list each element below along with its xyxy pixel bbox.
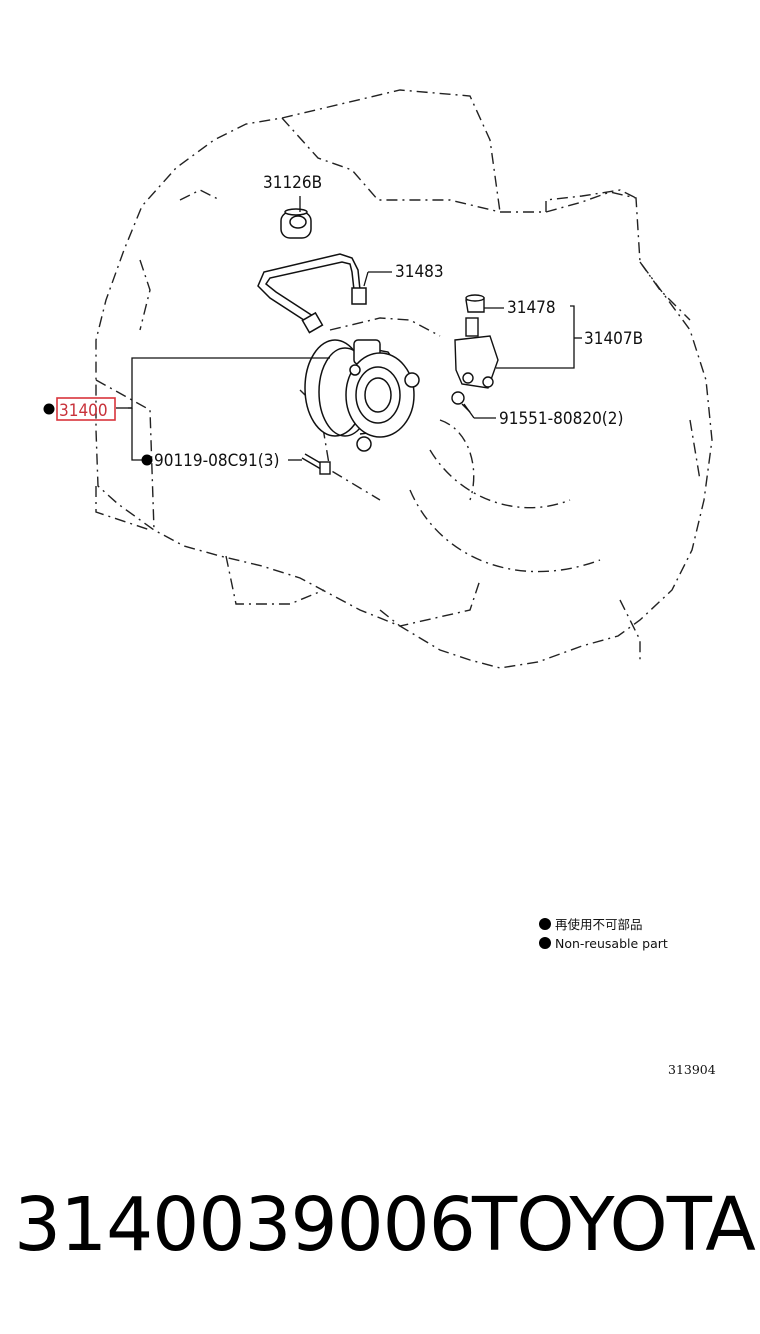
bolt-91551 bbox=[451, 391, 471, 413]
label-31126b: 31126B bbox=[263, 173, 322, 193]
tube-31483 bbox=[257, 253, 367, 334]
non-reusable-dot-31400 bbox=[43, 403, 55, 415]
legend-japanese: 再使用不可部品 bbox=[555, 917, 643, 932]
legend-english: Non-reusable part bbox=[555, 936, 668, 951]
label-31400[interactable]: 31400 bbox=[59, 401, 108, 421]
plug-31126b bbox=[280, 208, 312, 239]
brand-name: TOYOTA bbox=[472, 1182, 756, 1268]
label-90119: 90119-08C91(3) bbox=[154, 451, 279, 471]
legend: 再使用不可部品 Non-reusable part bbox=[539, 917, 668, 951]
bleeder-31478 bbox=[465, 294, 485, 313]
bolt-90119 bbox=[301, 453, 331, 475]
release-cylinder-31400 bbox=[304, 339, 420, 452]
label-91551: 91551-80820(2) bbox=[499, 409, 623, 429]
callouts: 31126B 31483 31478 31407B 91551-80820(2)… bbox=[43, 173, 643, 471]
bleeder-31407b bbox=[454, 317, 499, 389]
figure-code: 313904 bbox=[668, 1062, 716, 1077]
label-31407b: 31407B bbox=[584, 329, 643, 349]
legend-dot bbox=[539, 937, 551, 949]
part-number: 3140039006 bbox=[14, 1182, 476, 1268]
non-reusable-dot-90119 bbox=[141, 454, 153, 466]
label-31478: 31478 bbox=[507, 298, 556, 318]
legend-dot bbox=[539, 918, 551, 930]
highlight-box-31400 bbox=[56, 397, 116, 421]
label-31483: 31483 bbox=[395, 262, 444, 282]
leader-lines bbox=[116, 196, 582, 461]
transmission-housing bbox=[95, 89, 713, 669]
